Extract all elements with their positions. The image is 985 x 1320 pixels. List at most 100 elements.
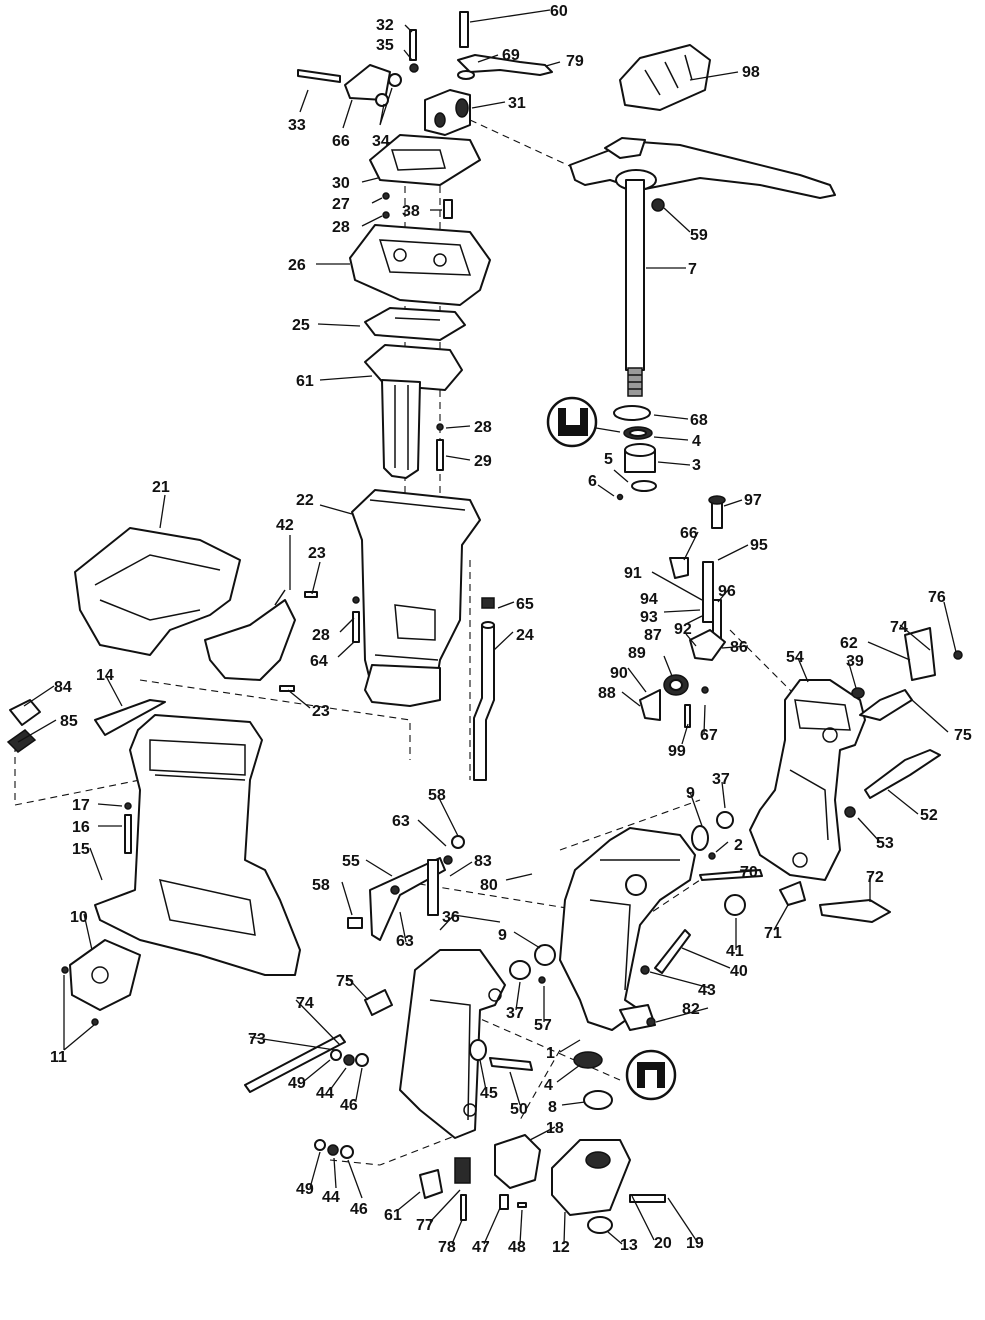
callout-54: 54 [786, 649, 804, 666]
callout-labels: 60 32 35 69 79 98 33 66 34 31 30 27 28 3… [50, 3, 972, 1256]
callout-15: 15 [72, 841, 90, 858]
callout-78: 78 [438, 1239, 456, 1256]
callout-97: 97 [744, 492, 762, 509]
callout-90: 90 [610, 665, 628, 682]
callout-24: 24 [516, 627, 534, 644]
callout-19: 19 [686, 1235, 704, 1252]
callout-71: 71 [764, 925, 782, 942]
callout-96: 96 [718, 583, 736, 600]
top-hinge-parts [297, 11, 553, 136]
exhaust-housing-22 [351, 489, 481, 707]
callout-36: 36 [442, 909, 460, 926]
callout-88: 88 [598, 685, 616, 702]
callout-80: 80 [480, 877, 498, 894]
callout-9: 9 [686, 785, 695, 802]
callout-66: 66 [332, 133, 350, 150]
callout-33: 33 [288, 117, 306, 134]
callout-42: 42 [276, 517, 294, 534]
callout-4: 4 [692, 433, 701, 450]
lower-cowl-21 [74, 527, 241, 656]
callout-89: 89 [628, 645, 646, 662]
callout-86: 86 [730, 639, 748, 656]
callout-27: 27 [332, 196, 350, 213]
callout-5: 5 [604, 451, 613, 468]
linkage-55 [347, 835, 465, 941]
callout-6: 6 [588, 473, 597, 490]
exhaust-housing-top-26 [349, 192, 491, 306]
callout-72: 72 [866, 869, 884, 886]
callout-85: 85 [60, 713, 78, 730]
callout-84: 84 [54, 679, 72, 696]
callout-87: 87 [644, 627, 662, 644]
callout-77: 77 [416, 1217, 434, 1234]
callout-32: 32 [376, 17, 394, 34]
leader-lines [17, 9, 957, 1245]
callout-64: 64 [310, 653, 328, 670]
linkage-group [639, 495, 726, 728]
water-tube-24 [473, 597, 495, 781]
callout-46: 46 [350, 1201, 368, 1218]
adapter-61 [364, 344, 463, 479]
callout-61: 61 [384, 1207, 402, 1224]
callout-46: 46 [340, 1097, 358, 1114]
callout-4: 4 [544, 1077, 553, 1094]
callout-55: 55 [342, 853, 360, 870]
callout-9: 9 [498, 927, 507, 944]
seal-lip-orientation-icon [558, 408, 588, 436]
callout-93: 93 [640, 609, 658, 626]
callout-21: 21 [152, 479, 170, 496]
callout-76: 76 [928, 589, 946, 606]
callout-41: 41 [726, 943, 744, 960]
small-plates [6, 699, 41, 753]
callout-49: 49 [288, 1075, 306, 1092]
tilt-lever-52 [844, 749, 941, 818]
badge-upper [546, 396, 598, 448]
badge-lower [625, 1049, 677, 1101]
callout-50: 50 [510, 1101, 528, 1118]
callout-12: 12 [552, 1239, 570, 1256]
callout-58: 58 [428, 787, 446, 804]
callout-28: 28 [312, 627, 330, 644]
callout-74: 74 [890, 619, 908, 636]
stern-bracket-54 [749, 627, 963, 881]
callout-30: 30 [332, 175, 350, 192]
callout-69: 69 [502, 47, 520, 64]
callout-45: 45 [480, 1085, 498, 1102]
callout-34: 34 [372, 133, 390, 150]
callout-52: 52 [920, 807, 938, 824]
lower-bearing-parts [419, 1134, 666, 1234]
callout-58: 58 [312, 877, 330, 894]
callout-75: 75 [954, 727, 972, 744]
callout-57: 57 [534, 1017, 552, 1034]
midsection-15 [94, 699, 301, 976]
callout-75: 75 [336, 973, 354, 990]
callout-74: 74 [296, 995, 314, 1012]
callout-23: 23 [308, 545, 326, 562]
callout-79: 79 [566, 53, 584, 70]
gasket-25 [364, 307, 466, 341]
callout-48: 48 [508, 1239, 526, 1256]
callout-16: 16 [72, 819, 90, 836]
cowl-half-42 [204, 589, 318, 692]
callout-66: 66 [680, 525, 698, 542]
callout-53: 53 [876, 835, 894, 852]
clamp-hardware [244, 944, 613, 1159]
callout-43: 43 [698, 982, 716, 999]
callout-83: 83 [474, 853, 492, 870]
callout-94: 94 [640, 591, 658, 608]
callout-29: 29 [474, 453, 492, 470]
callout-98: 98 [742, 64, 760, 81]
callout-49: 49 [296, 1181, 314, 1198]
callout-38: 38 [402, 203, 420, 220]
callout-62: 62 [840, 635, 858, 652]
gasket-30 [369, 134, 481, 186]
steering-arm [569, 137, 836, 199]
callout-20: 20 [654, 1235, 672, 1252]
callout-3: 3 [692, 457, 701, 474]
callout-92: 92 [674, 621, 692, 638]
callout-37: 37 [712, 771, 730, 788]
callout-35: 35 [376, 37, 394, 54]
callout-59: 59 [690, 227, 708, 244]
callout-67: 67 [700, 727, 718, 744]
callout-28: 28 [332, 219, 350, 236]
